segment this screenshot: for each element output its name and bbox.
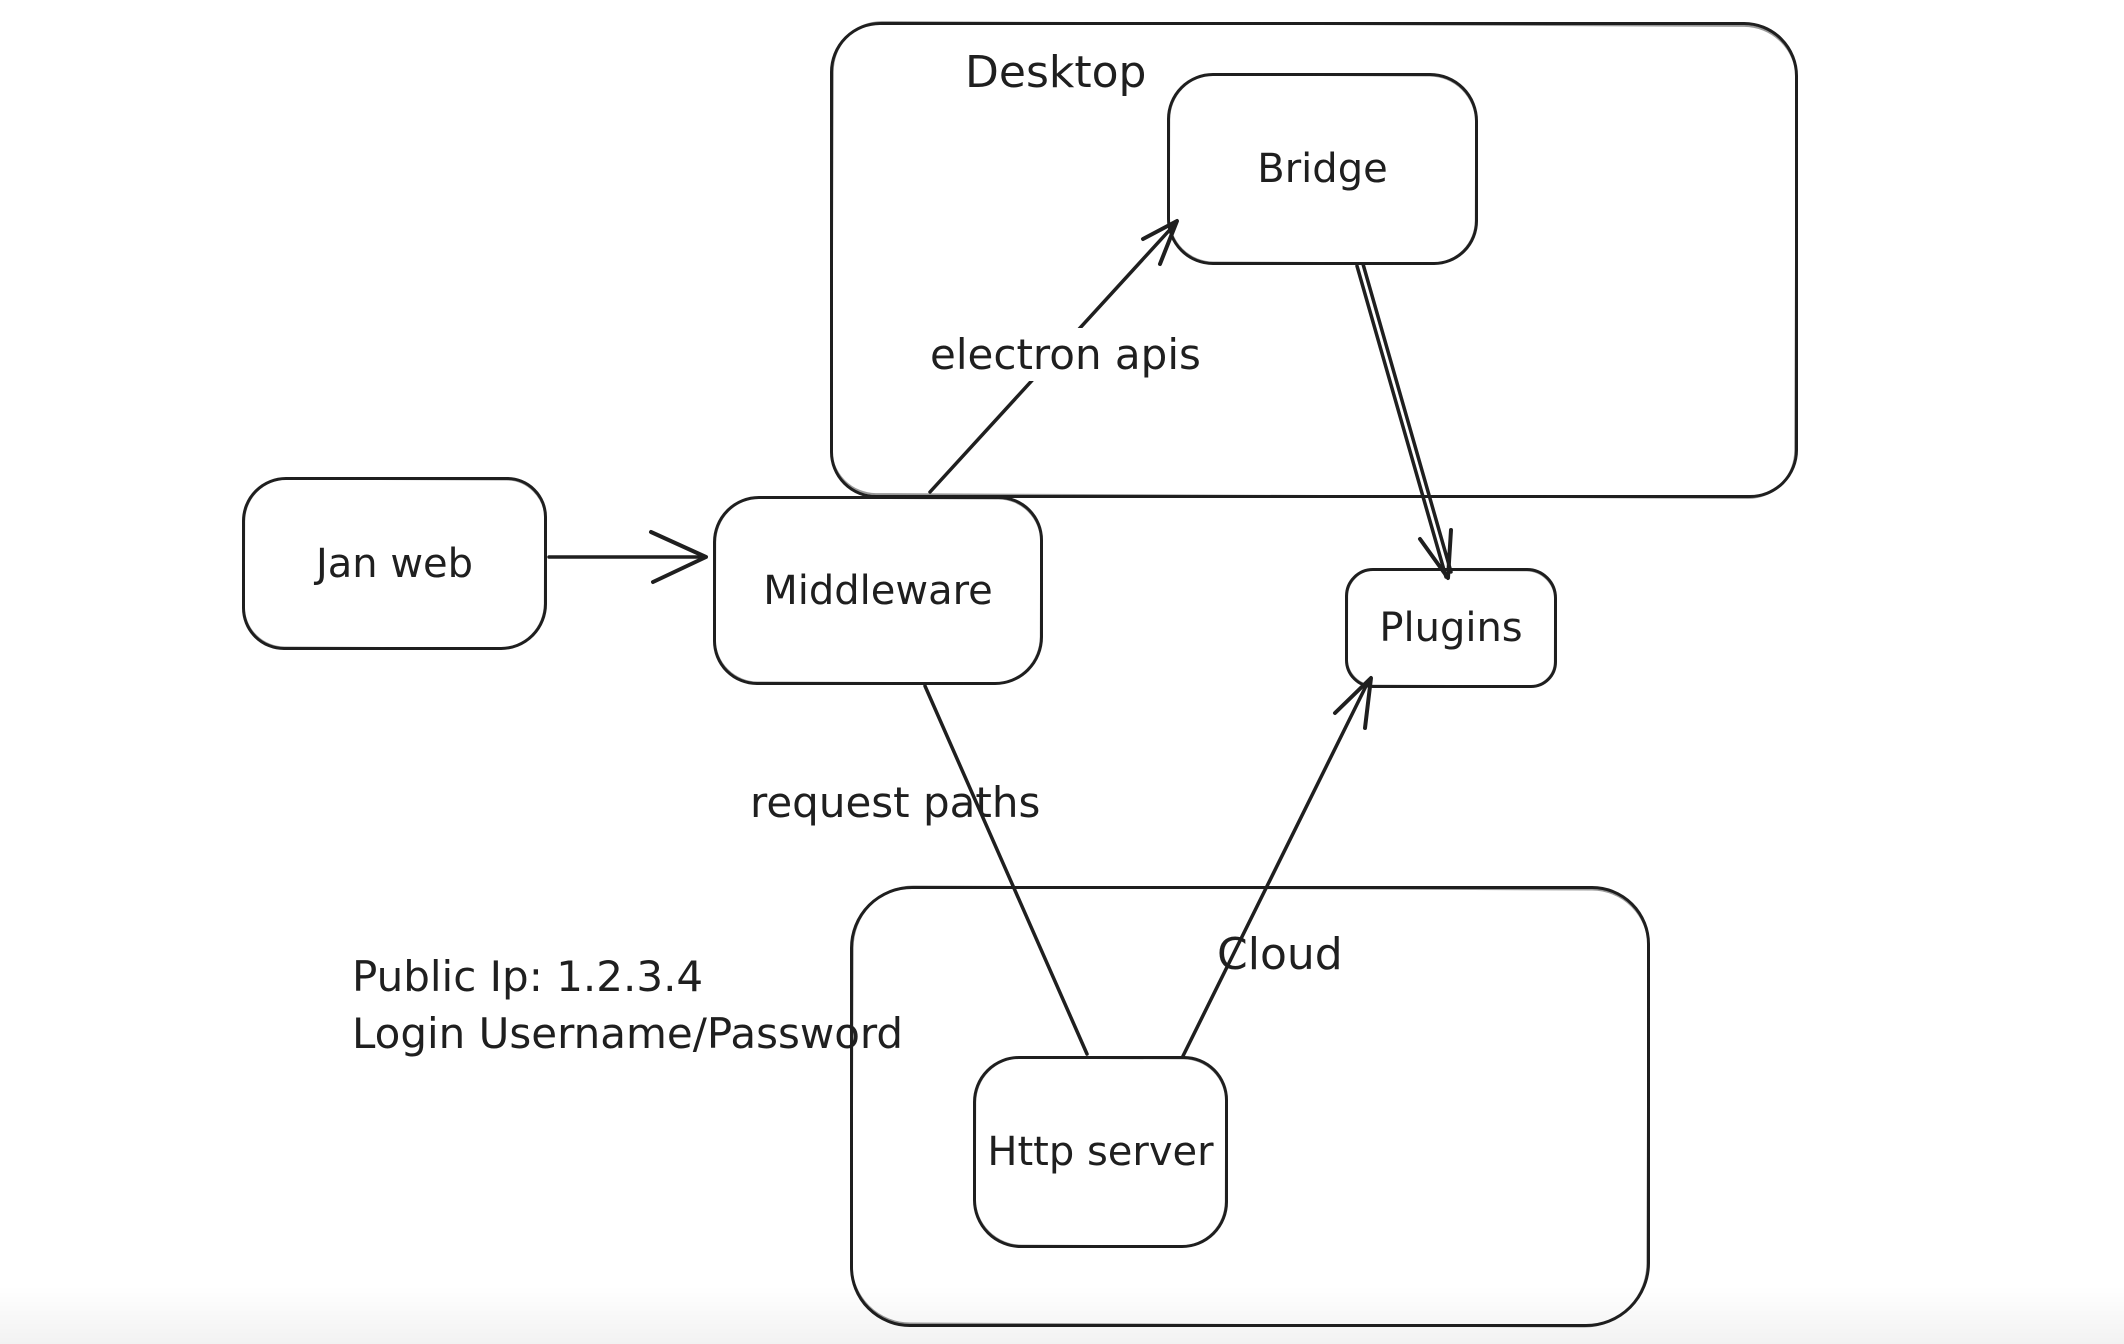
desktop-container[interactable]: Desktop [830,22,1798,498]
jan-web-label: Jan web [315,540,474,587]
middleware-node[interactable]: Middleware [713,496,1043,685]
desktop-label: Desktop [965,47,1147,98]
jan-web-to-middleware-arrow[interactable] [547,530,708,584]
public-ip-line: Public Ip: 1.2.3.4 [352,952,704,1001]
login-line: Login Username/Password [352,1009,904,1058]
cloud-label: Cloud [1217,929,1343,980]
plugins-node[interactable]: Plugins [1345,568,1557,688]
middleware-label: Middleware [763,567,993,614]
public-ip-note[interactable]: Public Ip: 1.2.3.4 Login Username/Passwo… [352,948,903,1062]
request-paths-label[interactable]: request paths [750,778,1041,827]
cloud-container[interactable]: Cloud [850,886,1650,1327]
electron-apis-label[interactable]: electron apis [922,328,1209,381]
bridge-node[interactable]: Bridge [1167,73,1478,265]
http-server-label: Http server [987,1129,1214,1175]
http-server-node[interactable]: Http server [973,1056,1228,1248]
bridge-label: Bridge [1257,146,1388,192]
jan-web-node[interactable]: Jan web [242,477,547,650]
plugins-label: Plugins [1379,605,1523,651]
